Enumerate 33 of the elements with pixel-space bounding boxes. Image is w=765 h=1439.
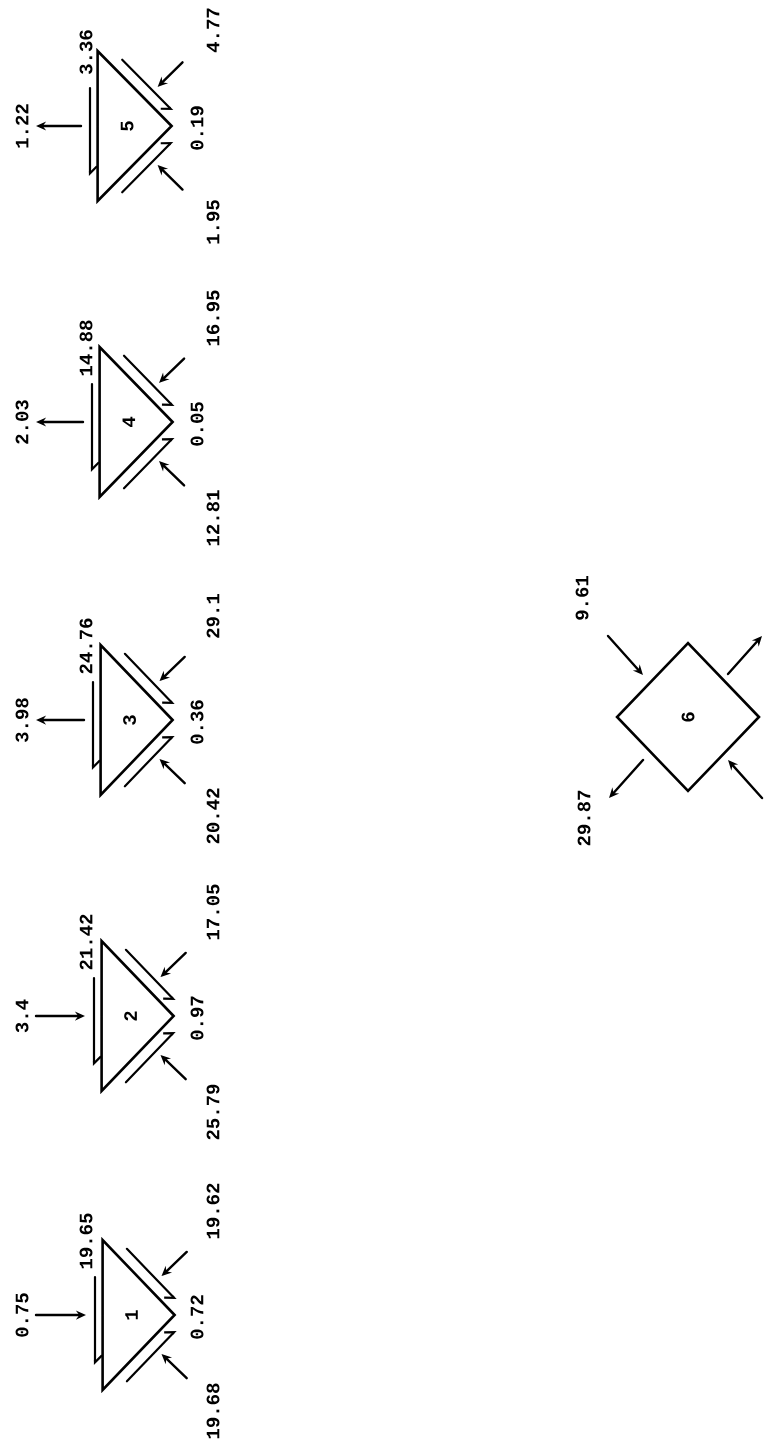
edge-label: 20.42 [205,786,221,846]
edge-label: 3.4 [14,997,30,1035]
edge-label: 29.1 [205,592,221,640]
edge-label: 16.95 [205,288,221,348]
value-label: 0.72 [190,1295,204,1339]
edge-label: 29.87 [576,788,592,848]
edge-label: 0.75 [14,1291,30,1339]
edge-label: 3.98 [14,696,30,744]
edge-label: 9.61 [574,574,590,622]
edge-label: 19.68 [205,1381,221,1439]
value-label: 0.97 [190,996,204,1040]
arrow [609,758,645,798]
edge-label: 4.77 [205,6,221,54]
edge-label: 2.03 [14,398,30,446]
value-label: 14.88 [79,320,93,376]
arrow [159,461,186,487]
arrow [606,634,643,675]
value-label: 0.19 [190,106,204,150]
value-label: 19.65 [79,1213,93,1269]
value-label: 21.42 [79,914,93,970]
edge-label: 17.05 [205,882,221,942]
arrow [159,357,186,383]
value-label: 3.36 [79,30,93,74]
edge-label: 25.79 [205,1082,221,1142]
value-label: 24.76 [79,618,93,674]
arrow [728,760,764,800]
edge-label: 1.22 [14,102,30,150]
edge-label: 1.95 [205,198,221,246]
value-label: 0.05 [190,402,204,446]
edge-label: 19.62 [205,1181,221,1241]
arrow [726,636,762,676]
value-label: 0.36 [190,700,204,744]
edge-label: 12.81 [205,488,221,548]
